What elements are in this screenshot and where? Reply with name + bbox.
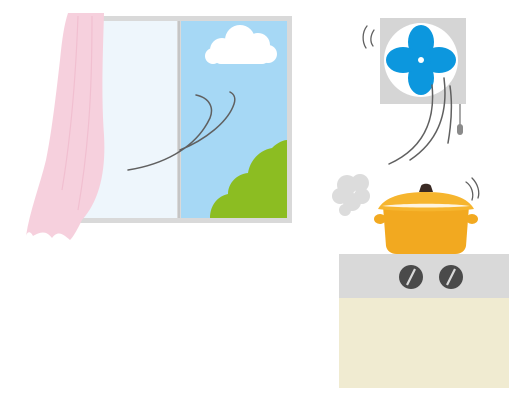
steam [332,174,370,216]
stove-top [339,254,509,298]
burner-knob-left [399,265,423,289]
fan-pull-cord-handle [457,124,463,135]
ventilation-fan [362,18,466,135]
window [70,16,292,223]
pot-lid-knob [419,183,433,192]
fan-hub [418,57,424,63]
pot-handle-right [466,214,478,224]
stove [339,254,509,298]
fan-blades-icon [386,25,456,95]
pot-lid-rim [382,203,470,208]
wind-lines-window [127,91,236,171]
burner-knob-right [439,265,463,289]
cabinet [339,298,509,388]
bush [210,140,287,218]
wind-lines-fan [388,77,453,165]
pot-body [383,206,469,254]
pot-heat-lines [465,177,480,201]
fan-motion-lines [362,25,375,49]
curtain [26,13,105,240]
pot [374,177,480,254]
pot-handle-left [374,214,386,224]
cloud [205,25,277,64]
pot-lid [378,192,474,212]
